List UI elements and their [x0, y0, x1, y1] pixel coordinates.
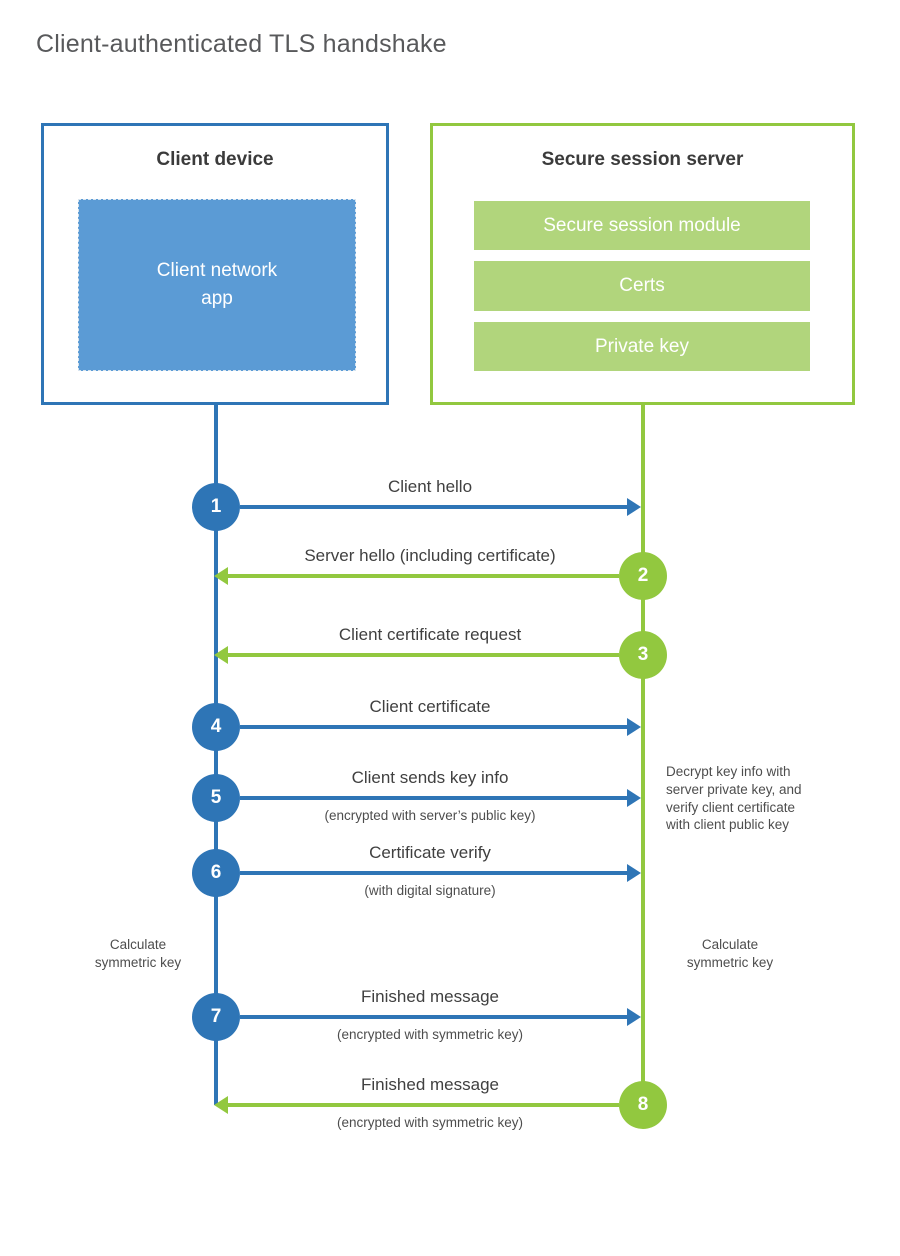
client-lifeline — [214, 405, 218, 1105]
step-2-circle: 2 — [619, 552, 667, 600]
step-8-label: Finished message — [361, 1075, 499, 1094]
step-2-arrow-line — [228, 574, 619, 578]
step-4-label: Client certificate — [369, 697, 491, 716]
step-5-label: Client sends key info — [351, 768, 509, 787]
step-5-circle: 5 — [192, 774, 240, 822]
server-module-certs: Certs — [474, 261, 810, 311]
step-8-circle: 8 — [619, 1081, 667, 1129]
step-3-arrow-line — [228, 653, 619, 657]
step-8-arrowhead-icon — [214, 1096, 228, 1114]
server-title: Secure session server — [541, 149, 744, 170]
step-8-arrow-line — [228, 1103, 619, 1107]
step-7-arrow-line — [240, 1015, 627, 1019]
step-6-sublabel: (with digital signature) — [364, 883, 496, 898]
client-network-app-box: Client network app — [78, 199, 356, 371]
step-3-arrowhead-icon — [214, 646, 228, 664]
step-1-arrow-line — [240, 505, 627, 509]
step-1-label: Client hello — [387, 477, 473, 496]
calculate-symmetric-key-client: Calculate symmetric key — [94, 937, 182, 970]
step-6-arrowhead-icon — [627, 864, 641, 882]
step-6-label: Certificate verify — [369, 843, 491, 862]
step-4-circle: 4 — [192, 703, 240, 751]
page-title: Client-authenticated TLS handshake — [36, 30, 447, 58]
step-6-circle: 6 — [192, 849, 240, 897]
step-5-arrow-line — [240, 796, 627, 800]
step-5-arrowhead-icon — [627, 789, 641, 807]
server-module-secure-session: Secure session module — [474, 201, 810, 250]
step-1-arrowhead-icon — [627, 498, 641, 516]
step-7-label: Finished message — [361, 987, 499, 1006]
calculate-symmetric-key-server: Calculate symmetric key — [686, 937, 774, 970]
step-3-circle: 3 — [619, 631, 667, 679]
step-7-arrowhead-icon — [627, 1008, 641, 1026]
step-7-sublabel: (encrypted with symmetric key) — [336, 1027, 524, 1042]
step-3-label: Client certificate request — [338, 625, 522, 644]
step-2-label: Server hello (including certificate) — [304, 546, 556, 565]
server-lifeline — [641, 405, 645, 1105]
step-1-circle: 1 — [192, 483, 240, 531]
server-module-private-key: Private key — [474, 322, 810, 371]
step-4-arrowhead-icon — [627, 718, 641, 736]
step-6-arrow-line — [240, 871, 627, 875]
step-8-sublabel: (encrypted with symmetric key) — [336, 1115, 524, 1130]
client-device-title: Client device — [156, 149, 274, 170]
step-2-arrowhead-icon — [214, 567, 228, 585]
step-5-sublabel: (encrypted with server’s public key) — [324, 808, 536, 823]
step-7-circle: 7 — [192, 993, 240, 1041]
decrypt-note: Decrypt key info with server private key… — [666, 764, 802, 833]
step-4-arrow-line — [240, 725, 627, 729]
